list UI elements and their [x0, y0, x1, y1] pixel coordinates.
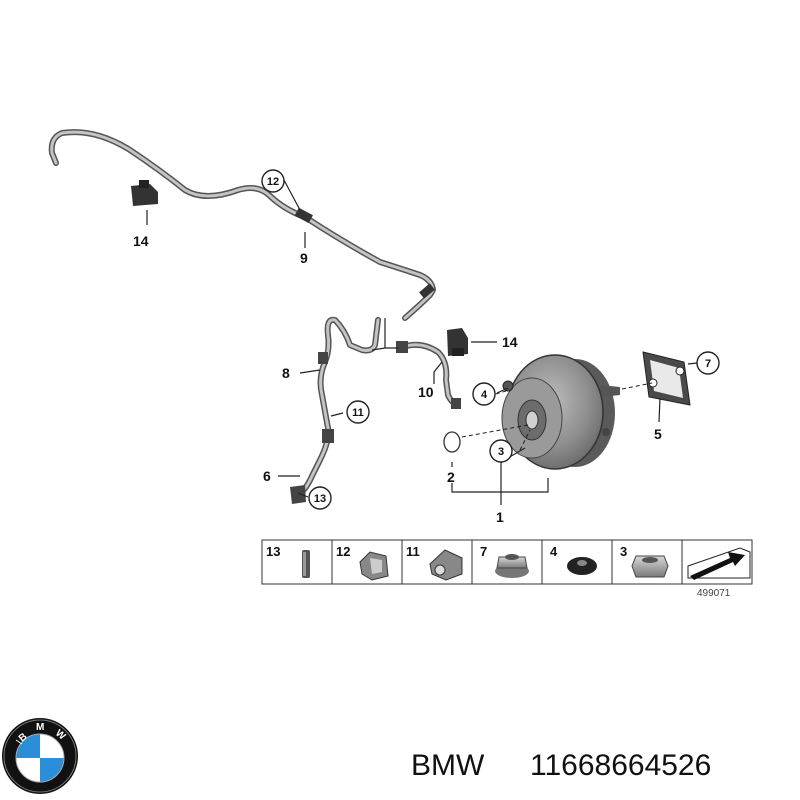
table-cell-4: 4	[550, 544, 558, 559]
arrow-symbol-icon	[687, 547, 751, 580]
bracket-14-upper	[131, 180, 158, 206]
callout-5: 5	[654, 426, 662, 442]
bmw-logo: B M W	[2, 718, 78, 794]
callout-3: 3	[498, 446, 504, 458]
table-cell-13: 13	[266, 544, 280, 559]
o-ring-2	[443, 431, 461, 453]
table-cell-3: 3	[620, 544, 627, 559]
callout-6: 6	[263, 468, 271, 484]
parts-table: 13 12 11 7 4 3	[261, 539, 753, 585]
callout-9: 9	[300, 250, 308, 266]
diagram-reference-number: 499071	[697, 588, 731, 599]
callout-4: 4	[481, 389, 488, 401]
bracket-14-right	[447, 328, 468, 356]
callout-1: 1	[496, 509, 504, 525]
pipe-clip-icon	[429, 549, 463, 581]
callout-12: 12	[267, 176, 279, 188]
vacuum-pipe-10	[396, 341, 461, 409]
flange-nut-icon	[495, 554, 529, 578]
hose-clip-icon	[302, 550, 310, 578]
vacuum-hose-8	[290, 316, 381, 504]
callout-14-right: 14	[502, 334, 518, 350]
callout-2: 2	[447, 469, 455, 485]
leader-lines	[146, 179, 698, 505]
brand-name: BMW	[411, 749, 485, 782]
vacuum-pipe-9	[48, 129, 436, 321]
gasket-5	[642, 351, 691, 406]
brake-booster	[501, 354, 620, 470]
callout-14-upper: 14	[133, 233, 149, 249]
pipe-clamp-icon	[359, 551, 389, 581]
callout-8: 8	[282, 365, 290, 381]
part-number: 11668664526	[530, 749, 711, 782]
grommet-icon	[567, 557, 597, 575]
callout-10: 10	[418, 384, 434, 400]
hex-nut-icon	[631, 555, 669, 578]
table-cell-12: 12	[336, 544, 350, 559]
table-cell-11: 11	[406, 544, 420, 559]
callout-7: 7	[705, 358, 711, 370]
svg-text:M: M	[36, 722, 44, 733]
callout-11: 11	[352, 407, 364, 419]
table-cell-7: 7	[480, 544, 487, 559]
callout-13: 13	[314, 493, 326, 505]
